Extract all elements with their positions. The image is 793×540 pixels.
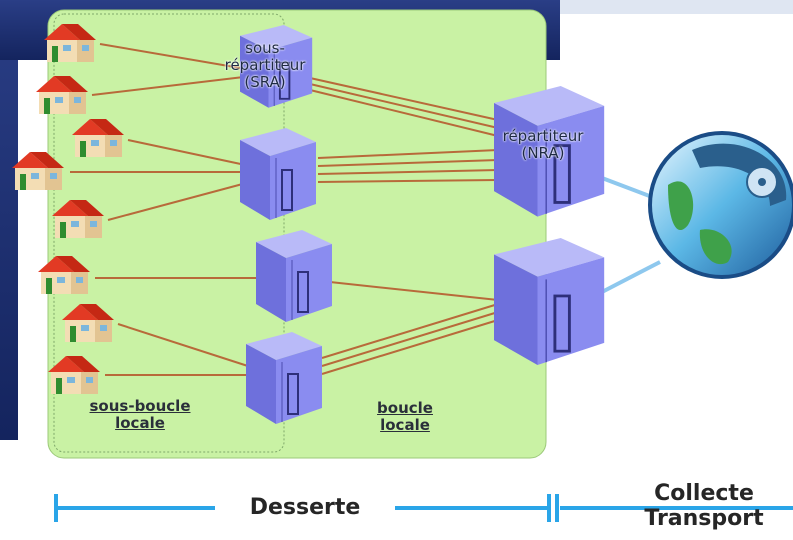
server-icon xyxy=(239,127,317,221)
server-icon xyxy=(255,229,333,323)
server-icon xyxy=(245,331,323,425)
backbone-links xyxy=(309,77,499,375)
server-icon xyxy=(492,236,606,367)
sra-label: sous- répartiteur (SRA) xyxy=(224,39,306,91)
nra-label: répartiteur (NRA) xyxy=(502,127,584,162)
house-links xyxy=(70,43,262,376)
boucle-label: boucle locale xyxy=(377,399,433,434)
sous-boucle-label: sous-boucle locale xyxy=(89,397,191,432)
slide-left-bar xyxy=(0,0,18,440)
globe-phone-icon xyxy=(648,131,793,279)
sous-boucle-zone xyxy=(53,13,285,453)
desserte-label: Desserte xyxy=(215,495,395,521)
collecte-transport-label: Collecte Transport xyxy=(644,481,764,531)
